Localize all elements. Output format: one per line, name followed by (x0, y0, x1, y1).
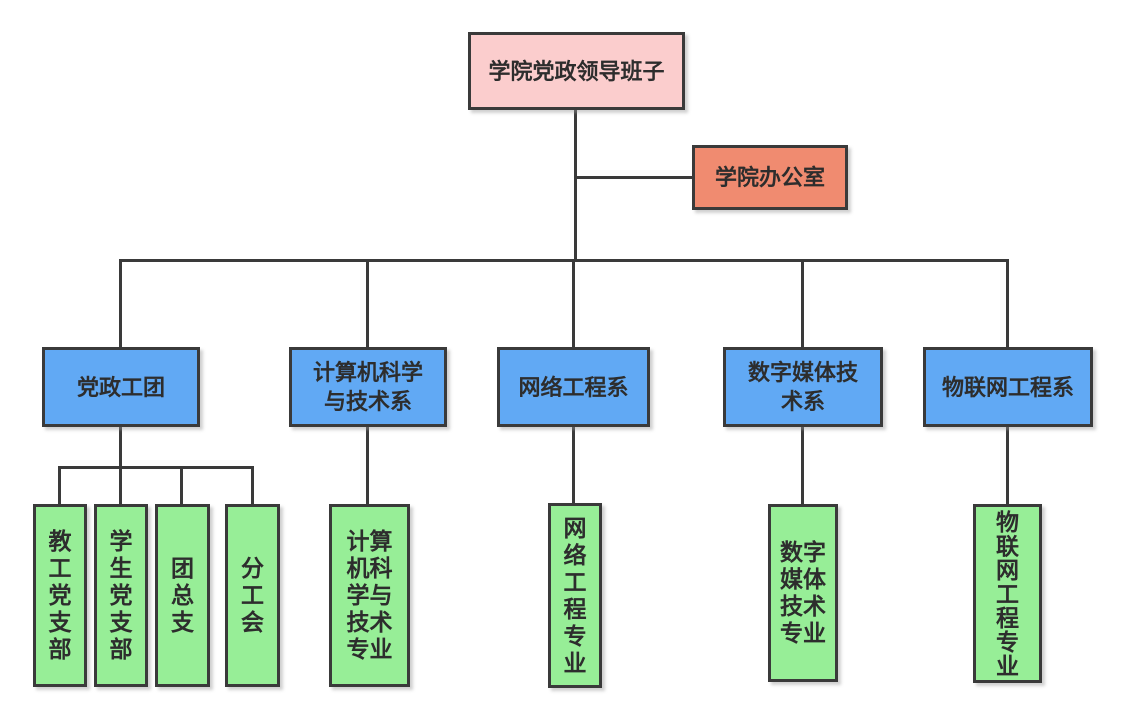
connector-drop-major-iot (1006, 427, 1009, 504)
connector-drop-dept4 (801, 259, 804, 347)
connector-departments-bus (119, 259, 1009, 262)
connector-drop-major-network (572, 427, 575, 504)
connector-drop-dept2 (366, 259, 369, 347)
node-unit-youth-league: 团总支 (155, 504, 210, 687)
connector-drop-unit2 (119, 466, 122, 504)
connector-office-branch (575, 176, 692, 179)
connector-dept1-bus (58, 466, 254, 469)
node-dept-network-engineering: 网络工程系 (497, 347, 650, 427)
node-unit-trade-union: 分工会 (225, 504, 280, 687)
node-unit-staff-party-branch: 教工党支部 (33, 504, 87, 687)
connector-drop-unit4 (251, 466, 254, 504)
connector-drop-dept1 (119, 259, 122, 347)
node-major-computer-science: 计算机科学与技术专业 (329, 504, 410, 687)
connector-drop-major-cs (366, 427, 369, 504)
connector-drop-dept5 (1006, 259, 1009, 347)
connector-drop-major-media (801, 427, 804, 504)
node-dept-iot-engineering: 物联网工程系 (923, 347, 1093, 427)
connector-drop-unit1 (58, 466, 61, 504)
node-major-iot-engineering: 物联网工程专业 (973, 504, 1042, 683)
node-major-network-engineering: 网络工程专业 (548, 503, 602, 688)
connector-drop-unit3 (180, 466, 183, 504)
node-college-office: 学院办公室 (692, 145, 848, 210)
node-unit-student-party-branch: 学生党支部 (94, 504, 148, 687)
connector-root-trunk (574, 110, 577, 262)
node-leadership-team: 学院党政领导班子 (468, 32, 685, 110)
node-major-digital-media: 数字媒体技术专业 (768, 504, 838, 682)
node-dept-digital-media: 数字媒体技术系 (723, 347, 883, 427)
node-dept-party-mass-org: 党政工团 (42, 347, 200, 427)
connector-dept1-stem (119, 427, 122, 469)
connector-drop-dept3 (572, 259, 575, 347)
node-dept-computer-science: 计算机科学与技术系 (289, 347, 447, 427)
